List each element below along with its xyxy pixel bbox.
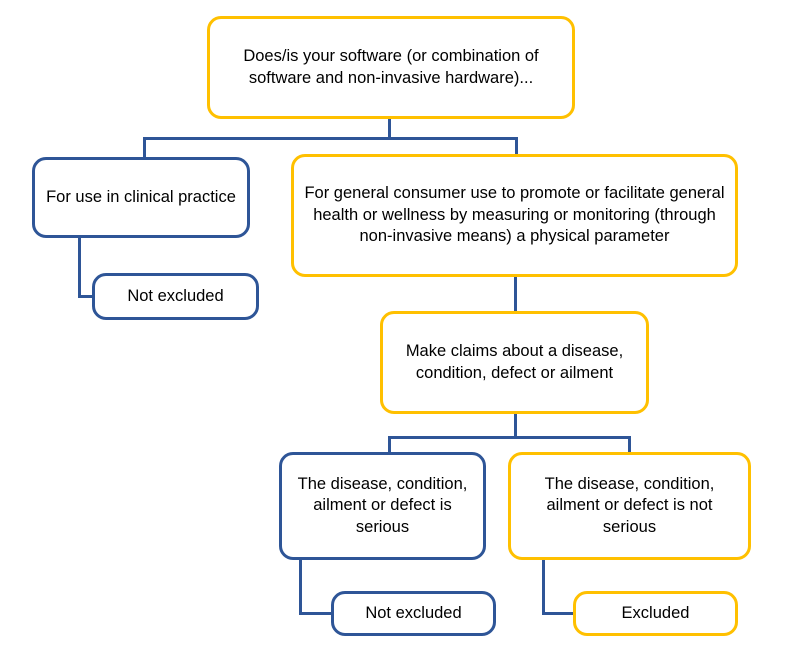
node-not-serious[interactable]: The disease, condition, ailment or defec… bbox=[508, 452, 751, 560]
node-clinical-practice-label: For use in clinical practice bbox=[46, 187, 236, 206]
connector-not-serious-drop bbox=[542, 560, 545, 615]
connector-root-branch-bar bbox=[143, 137, 518, 140]
node-root-question[interactable]: Does/is your software (or combination of… bbox=[207, 16, 575, 119]
node-general-consumer-use[interactable]: For general consumer use to promote or f… bbox=[291, 154, 738, 277]
connector-root-to-consumer bbox=[515, 137, 518, 155]
node-make-claims[interactable]: Make claims about a disease, condition, … bbox=[380, 311, 649, 414]
node-serious-label: The disease, condition, ailment or defec… bbox=[297, 474, 468, 536]
node-serious[interactable]: The disease, condition, ailment or defec… bbox=[279, 452, 486, 560]
node-general-consumer-use-label: For general consumer use to promote or f… bbox=[304, 184, 725, 246]
node-not-serious-label: The disease, condition, ailment or defec… bbox=[544, 474, 715, 536]
node-clinical-practice-outcome[interactable]: Not excluded bbox=[92, 273, 259, 320]
node-clinical-practice[interactable]: For use in clinical practice bbox=[32, 157, 250, 238]
connector-serious-drop bbox=[299, 560, 302, 615]
node-not-serious-outcome[interactable]: Excluded bbox=[573, 591, 738, 636]
connector-claims-to-not-serious bbox=[628, 436, 631, 454]
node-serious-outcome-label: Not excluded bbox=[365, 603, 462, 622]
node-make-claims-label: Make claims about a disease, condition, … bbox=[405, 342, 624, 382]
connector-claims-to-serious bbox=[388, 436, 391, 454]
connector-claims-stem bbox=[514, 414, 517, 436]
connector-serious-elbow bbox=[299, 612, 334, 615]
connector-consumer-to-claims bbox=[514, 277, 517, 311]
node-root-question-label: Does/is your software (or combination of… bbox=[243, 47, 539, 87]
connector-not-serious-elbow bbox=[542, 612, 576, 615]
connector-clinical-drop bbox=[78, 237, 81, 298]
connector-root-stem bbox=[388, 119, 391, 139]
node-clinical-practice-outcome-label: Not excluded bbox=[127, 286, 224, 305]
node-not-serious-outcome-label: Excluded bbox=[621, 603, 690, 622]
node-serious-outcome[interactable]: Not excluded bbox=[331, 591, 496, 636]
connector-root-to-clinical bbox=[143, 137, 146, 159]
connector-clinical-elbow bbox=[78, 295, 104, 298]
connector-claims-branch-bar bbox=[388, 436, 631, 439]
